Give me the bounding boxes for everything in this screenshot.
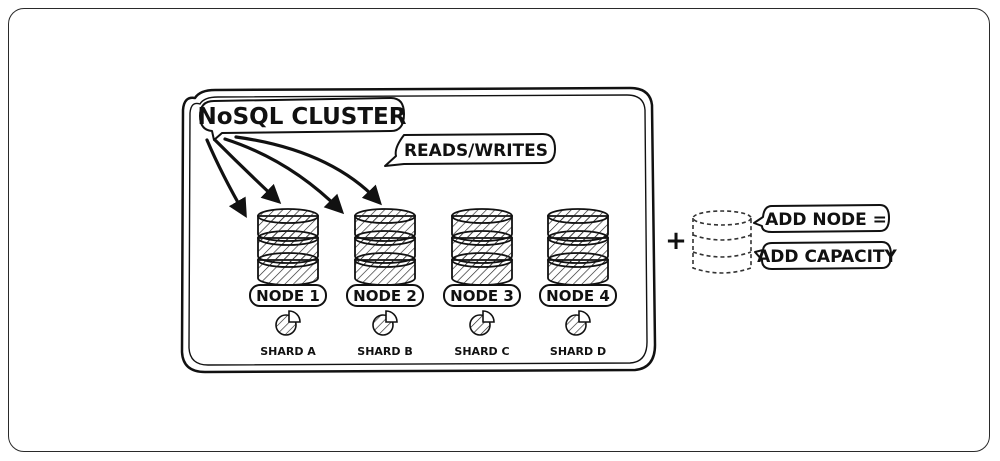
node-label-pill [539, 284, 617, 307]
shard-label: SHARD C [454, 345, 509, 358]
node-label-pill [346, 284, 424, 307]
plus-sign: + [665, 226, 687, 256]
shard-label: SHARD B [357, 345, 412, 358]
arrow-to-node-2b [234, 135, 382, 206]
shard-pie-icon [565, 310, 591, 336]
node-4: NODE 4 SHARD D [539, 208, 617, 358]
add-capacity-pill: ADD CAPACITY [754, 241, 898, 270]
node-label: NODE 1 [256, 287, 320, 305]
reads-writes-label: READS/WRITES [404, 141, 548, 161]
shard-pie-icon [275, 310, 301, 336]
node-label: NODE 3 [450, 287, 514, 305]
arrow-to-node-2 [223, 137, 345, 215]
shard-label: SHARD D [550, 345, 606, 358]
arrow-to-node-1b [213, 138, 282, 204]
node-label-pill [443, 284, 521, 307]
cluster-box [180, 86, 657, 374]
node-2: NODE 2 SHARD B [346, 208, 424, 358]
database-icon [451, 208, 513, 286]
database-icon [354, 208, 416, 286]
shard-label: SHARD A [260, 345, 316, 358]
database-icon [547, 208, 609, 286]
shard-pie-icon [372, 310, 398, 336]
node-label: NODE 2 [353, 287, 417, 305]
node-3: NODE 3 SHARD C [443, 208, 521, 358]
traffic-arrows [205, 135, 382, 218]
shard-pie-icon [469, 310, 495, 336]
add-node-pill: ADD NODE = [753, 204, 890, 233]
node-label-pill [249, 284, 327, 307]
add-node-label: ADD NODE = [765, 210, 887, 230]
database-icon [257, 208, 319, 286]
add-capacity-label: ADD CAPACITY [757, 247, 897, 267]
node-1: NODE 1 SHARD A [249, 208, 327, 358]
reads-writes-pill: READS/WRITES [384, 133, 556, 167]
new-node-dashed-icon [692, 210, 752, 274]
node-label: NODE 4 [546, 287, 610, 305]
cluster-title: NoSQL CLUSTER [198, 104, 407, 130]
arrow-to-node-1 [205, 138, 247, 218]
cluster-title-pill: NoSQL CLUSTER [198, 97, 407, 141]
